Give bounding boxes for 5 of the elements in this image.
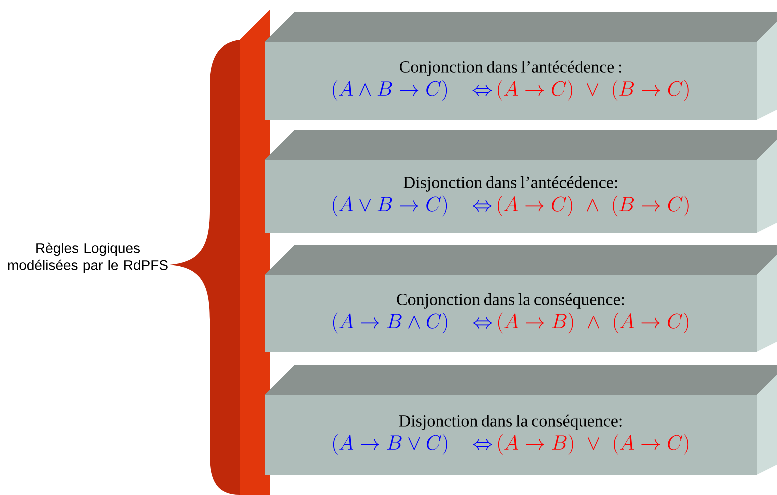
brace-label: Règles Logiques modélisées par le RdPFS (8, 242, 168, 274)
rule-box: Conjonction dans l’antécédence : $\left(A\wedge B\rightarrow C\right)\Leftrightarrow$ $\left(A\rightarrow C\right)\vee\left(B\rightarrow C\right)$ (265, 12, 777, 120)
rule-box: Disjonction dans la conséquence: $\left(A\rightarrow B\vee C\right)\Leftrightarrow$ $\left(A\rightarrow B\right)\vee\left(A\rightarrow C\right)$ (265, 365, 777, 475)
rule-box: Conjonction dans la conséquence: $\left(A\rightarrow B\wedge C\right)\Leftrightarrow$ $\left(A\rightarrow B\right)\wedge\left(A\rightarrow C\right)$ (265, 245, 777, 352)
rule-box: Disjonction dans l’antécédence: $\left(A\vee B\rightarrow C\right)\Leftrightarrow$ $\left(A\rightarrow C\right)\wedge\left(B\rightarrow C\right)$ (265, 130, 777, 233)
